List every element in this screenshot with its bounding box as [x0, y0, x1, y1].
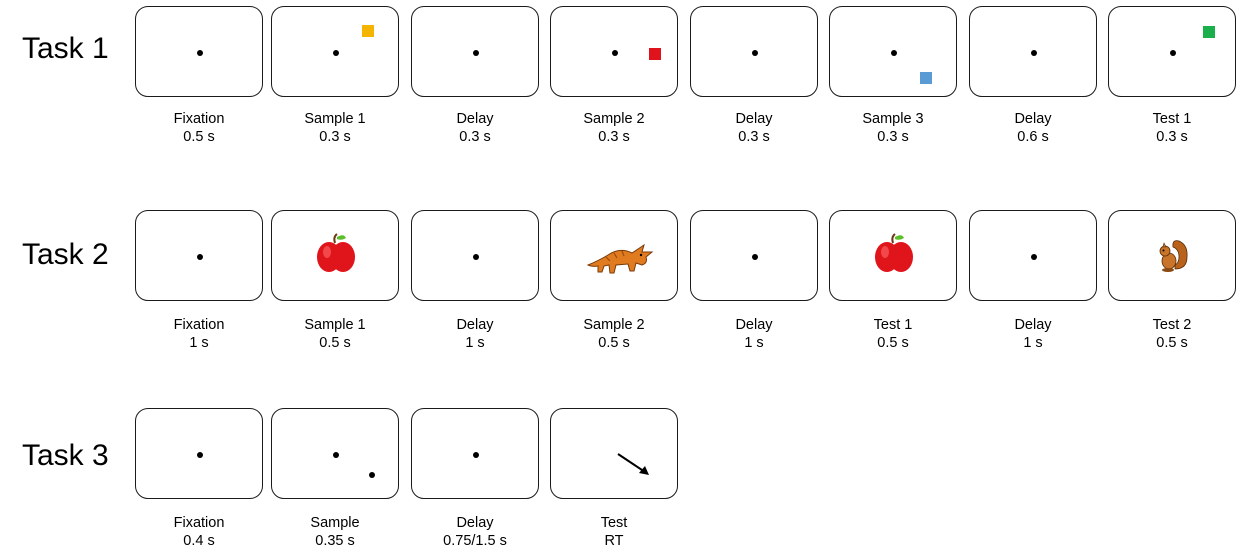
yellow-square-stimulus [362, 25, 374, 37]
task1-sample2-panel [550, 6, 678, 97]
apple-icon [317, 233, 355, 272]
fixation-dot [752, 254, 758, 260]
squirrel-icon [1159, 240, 1188, 272]
fixation-dot [197, 254, 203, 260]
task-1-label: Task 1 [22, 32, 109, 65]
fixation-dot [752, 50, 758, 56]
green-square-stimulus [1203, 26, 1215, 38]
fixation-dot [333, 452, 339, 458]
task2-delay-panel [411, 210, 539, 301]
task3-delay-panel [411, 408, 539, 499]
task-3-label: Task 3 [22, 439, 109, 472]
fixation-dot [473, 452, 479, 458]
task1-delay-panel [690, 6, 818, 97]
task2-test2-panel [1108, 210, 1236, 301]
task2-fixation-panel [135, 210, 263, 301]
fixation-dot [333, 50, 339, 56]
triceratops-icon [586, 243, 654, 274]
task1-fixation-panel [135, 6, 263, 97]
fixation-dot [612, 50, 618, 56]
fixation-dot [891, 50, 897, 56]
fixation-dot [1031, 254, 1037, 260]
task2-delay-panel [969, 210, 1097, 301]
task1-test1-panel [1108, 6, 1236, 97]
fixation-dot [197, 50, 203, 56]
sample-dot-stimulus [369, 472, 375, 478]
task1-delay-panel [411, 6, 539, 97]
fixation-dot [197, 452, 203, 458]
arrow-icon [617, 453, 649, 475]
task3-fixation-panel [135, 408, 263, 499]
fixation-dot [1170, 50, 1176, 56]
task3-test-panel [550, 408, 678, 499]
task1-sample1-panel [271, 6, 399, 97]
fixation-dot [473, 50, 479, 56]
apple-icon [875, 233, 913, 272]
task3-sample-panel [271, 408, 399, 499]
blue-square-stimulus [920, 72, 932, 84]
red-square-stimulus [649, 48, 661, 60]
task2-sample2-panel [550, 210, 678, 301]
task1-delay-panel [969, 6, 1097, 97]
task2-test1-panel [829, 210, 957, 301]
fixation-dot [473, 254, 479, 260]
task2-delay-panel [690, 210, 818, 301]
fixation-dot [1031, 50, 1037, 56]
task-2-label: Task 2 [22, 238, 109, 271]
task2-sample1-panel [271, 210, 399, 301]
task1-sample3-panel [829, 6, 957, 97]
